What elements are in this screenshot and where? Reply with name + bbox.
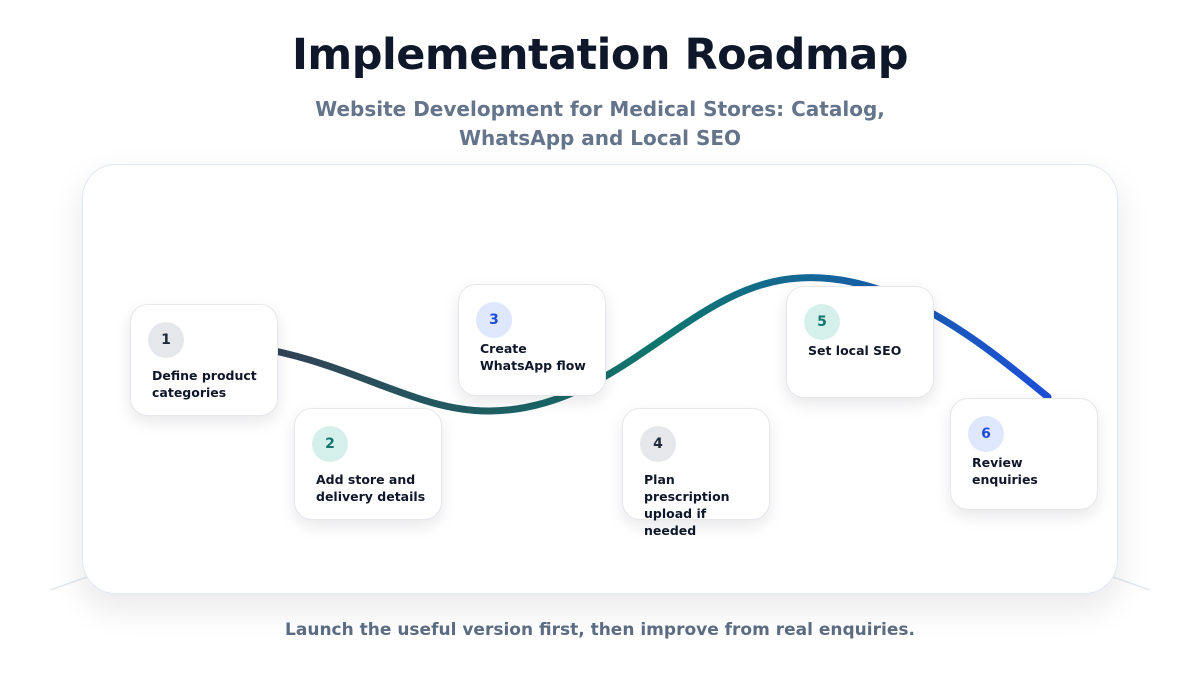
- step-card-2[interactable]: 2 Add store and delivery details: [294, 408, 442, 520]
- step-number-badge: 1: [148, 322, 184, 358]
- step-label: Set local SEO: [808, 343, 902, 358]
- footer-note: Launch the useful version first, then im…: [285, 620, 915, 640]
- step-card-6[interactable]: 6 Review enquiries: [950, 398, 1098, 510]
- page-title: Implementation Roadmap: [291, 30, 909, 80]
- step-label: Plan prescription upload if needed: [644, 472, 730, 538]
- step-label: Create WhatsApp flow: [480, 341, 586, 373]
- page-subtitle: Website Development for Medical Stores: …: [315, 97, 885, 150]
- step-label: Add store and delivery details: [316, 472, 426, 504]
- step-number-badge: 2: [312, 426, 348, 462]
- step-label: Review enquiries: [972, 455, 1038, 487]
- step-card-5[interactable]: 5 Set local SEO: [786, 286, 934, 398]
- floor-line: [50, 575, 1150, 591]
- step-label: Define product categories: [152, 368, 257, 400]
- step-number-badge: 3: [476, 302, 512, 338]
- step-card-1[interactable]: 1 Define product categories: [130, 304, 278, 416]
- step-card-3[interactable]: 3 Create WhatsApp flow: [458, 284, 606, 396]
- step-number-badge: 4: [640, 426, 676, 462]
- step-number-badge: 5: [804, 304, 840, 340]
- step-card-4[interactable]: 4 Plan prescription upload if needed: [622, 408, 770, 538]
- step-number-badge: 6: [968, 416, 1004, 452]
